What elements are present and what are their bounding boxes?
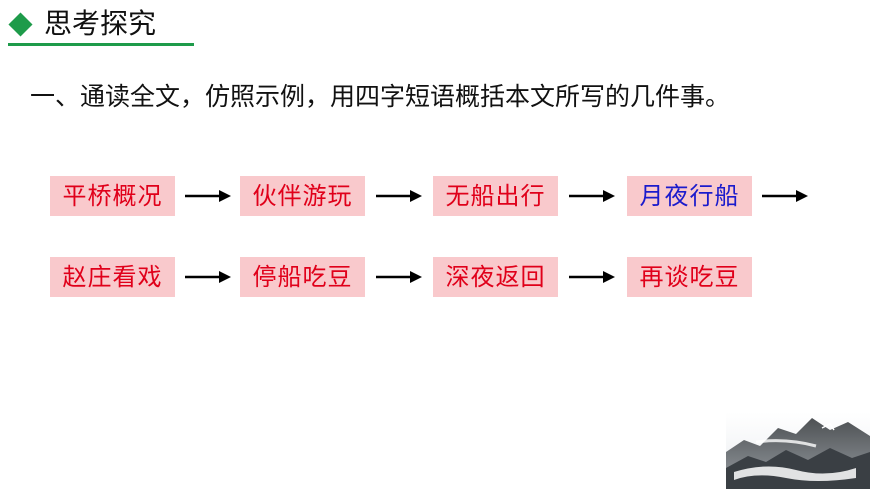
ink-landscape-image bbox=[726, 412, 870, 489]
event-box: 停船吃豆 bbox=[240, 257, 365, 297]
arrow-right-icon bbox=[376, 190, 422, 202]
header-underline bbox=[8, 43, 194, 46]
section-header: 思考探究 bbox=[8, 6, 194, 46]
section-title: 思考探究 bbox=[44, 7, 157, 40]
event-box: 无船出行 bbox=[433, 176, 558, 216]
diamond-icon bbox=[8, 12, 33, 37]
arrow-right-icon bbox=[185, 271, 231, 283]
event-box: 月夜行船 bbox=[627, 176, 752, 216]
event-box: 深夜返回 bbox=[433, 257, 558, 297]
question-text: 一、通读全文，仿照示例，用四字短语概括本文所写的几件事。 bbox=[30, 82, 731, 111]
arrow-right-icon bbox=[569, 271, 615, 283]
arrow-right-icon bbox=[762, 190, 808, 202]
arrow-right-icon bbox=[185, 190, 231, 202]
event-box: 伙伴游玩 bbox=[240, 176, 365, 216]
arrow-right-icon bbox=[569, 190, 615, 202]
event-box: 赵庄看戏 bbox=[50, 257, 175, 297]
arrow-right-icon bbox=[376, 271, 422, 283]
event-box: 再谈吃豆 bbox=[627, 257, 752, 297]
event-box: 平桥概况 bbox=[50, 176, 175, 216]
